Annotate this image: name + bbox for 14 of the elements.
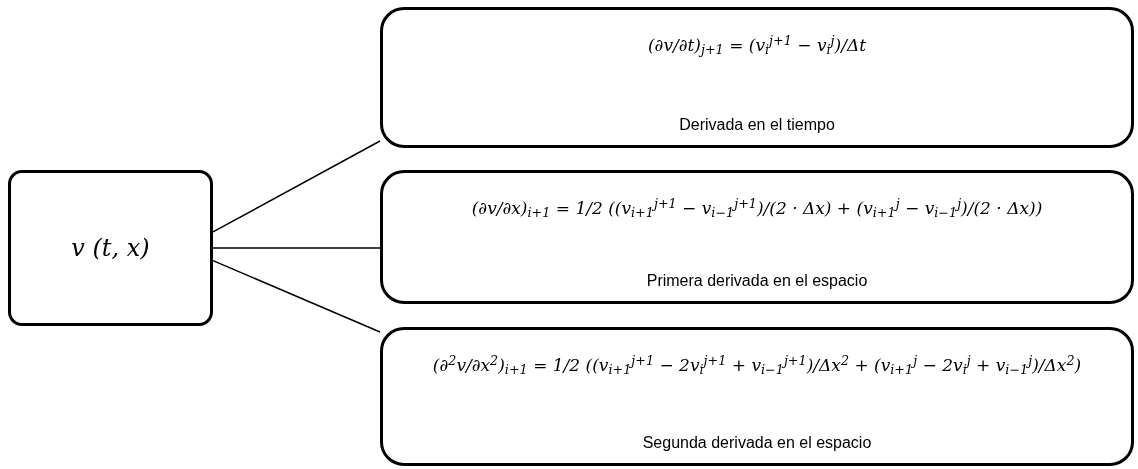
connector-line [212,140,381,233]
formula-caption: Derivada en el tiempo [679,115,835,135]
formula-box [380,7,1134,148]
connector-line [212,247,381,249]
function-label: v (t, x) [71,233,150,264]
formula-box [380,327,1134,466]
formula: (∂v/∂x)$_{i+1}$ = 1/2 ((v$_{i+1}$$^{j+1}$ − v$_{i−1}$$^{j+1}$)/(2 · Δx) + (v$_{i+1}$$^{j}$ − v$_{i−1}$$^{j}$)/(2 · Δx)) [471,194,1043,223]
formula: (∂v/∂t)$_{j+1}$ = (v$_{i}$$^{j+1}$ − v$_{i}$$^{j}$)/Δt [647,31,867,60]
formula-caption: Primera derivada en el espacio [646,271,868,291]
formula-caption: Segunda derivada en el espacio [642,433,872,453]
formula: (∂$^{2}$v/∂x$^{2}$)$_{i+1}$ = 1/2 ((v$_{i+1}$$^{j+1}$ − 2v$_{i}$$^{j+1}$ + v$_{i−1}$$^{j+1}$)/Δx$^{2}$ + (v$_{i+1}$$^{j}$ − 2v$_{i}$$^{j}$ + v$_{i−1}$$^{j}$)/Δx$^{2}$) [432,351,1082,380]
variable-box [8,170,213,326]
formula-box [380,170,1134,304]
connector-line [212,259,381,333]
